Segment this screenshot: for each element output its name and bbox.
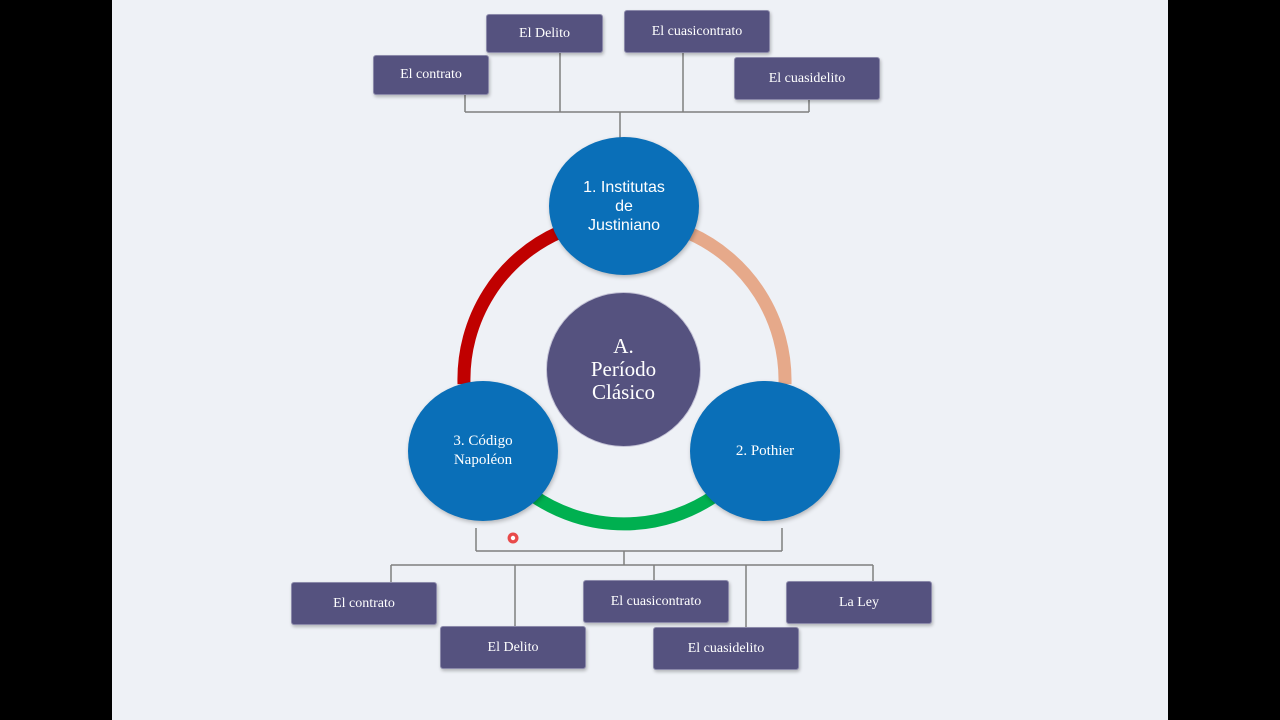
center-circle: A. Período Clásico	[546, 292, 701, 447]
top-box-label: El Delito	[519, 25, 570, 41]
top-box-cuasidelito: El cuasidelito	[734, 57, 880, 100]
bottom-box-label: El Delito	[487, 639, 539, 655]
diagram-canvas	[390, 53, 874, 627]
slide: El contrato El Delito El cuasicontrato E…	[112, 0, 1168, 720]
bottom-box-label: El cuasidelito	[687, 640, 765, 656]
node-codigo-line1: 3. Código	[453, 433, 513, 449]
bottom-box-label: El contrato	[333, 595, 395, 611]
center-label-line2: Período	[590, 357, 657, 381]
bottom-box-label: El cuasicontrato	[610, 593, 702, 609]
arc-right	[686, 227, 792, 385]
center-label-line3: Clásico	[591, 380, 655, 404]
bottom-connectors	[390, 528, 874, 627]
top-box-contrato: El contrato	[373, 55, 489, 95]
arc-left	[457, 226, 563, 385]
node-codigo: 3. Código Napoléon	[408, 381, 558, 521]
top-connectors	[464, 53, 810, 138]
arc-bottom	[528, 489, 720, 531]
bottom-box-cuasidelito: El cuasidelito	[653, 627, 799, 670]
center-label-line1: A.	[613, 334, 634, 358]
top-box-delito: El Delito	[486, 14, 603, 53]
top-box-label: El contrato	[400, 67, 462, 82]
node-institutas-line2: de	[615, 197, 633, 215]
node-pothier: 2. Pothier	[690, 381, 840, 521]
bottom-box-label: La Ley	[838, 594, 880, 610]
node-institutas-line1: 1. Institutas	[583, 178, 665, 196]
bottom-box-contrato: El contrato	[291, 582, 437, 625]
bottom-box-cuasicontrato: El cuasicontrato	[583, 580, 729, 623]
top-box-label: El cuasicontrato	[651, 23, 743, 39]
top-box-label: El cuasidelito	[768, 70, 846, 86]
cursor-marker	[507, 532, 519, 544]
bottom-box-ley: La Ley	[786, 581, 932, 624]
top-box-cuasicontrato: El cuasicontrato	[624, 10, 770, 53]
bottom-box-delito: El Delito	[440, 626, 586, 669]
node-codigo-line2: Napoléon	[453, 452, 513, 468]
node-institutas-line3: Justiniano	[587, 216, 661, 234]
node-institutas: 1. Institutas de Justiniano	[549, 137, 699, 275]
node-pothier-label: 2. Pothier	[735, 442, 795, 459]
